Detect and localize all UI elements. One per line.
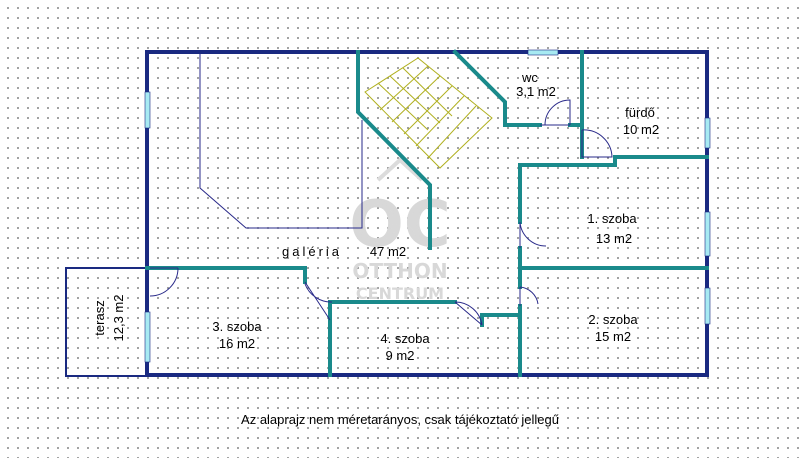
room-name-szoba1: 1. szoba [587,211,637,226]
room-area-szoba3: 16 m2 [219,336,255,351]
watermark-line2: CENTRUM [356,284,444,303]
door-room1 [519,221,547,248]
watermark-line1: OTTHON [352,259,447,283]
window-top [527,49,559,56]
door-room4 [454,301,483,326]
watermark-roof-icon [376,157,424,182]
window-right-bath [704,117,711,149]
room-name-furdo: fürdő [625,105,655,120]
room-area-terasz: 12,3 m2 [111,295,126,342]
gallery-void-outline [199,52,363,229]
window-left-lower [144,311,151,363]
door-terrace [149,267,179,297]
room-name-szoba2: 2. szoba [588,312,638,327]
door-room2 [519,286,539,306]
window-right-room1 [704,211,711,257]
door-bathroom [581,129,613,158]
room-area-furdo: 10 m2 [623,122,659,137]
room-area-szoba2: 15 m2 [595,329,631,344]
window-left-upper [144,91,151,129]
doors [149,99,613,326]
staircase [364,57,493,169]
room-name-szoba3: 3. szoba [212,319,262,334]
room-name-galeria: galéria [282,244,342,259]
watermark: OC OTTHON CENTRUM [349,157,451,303]
watermark-logo: OC [349,188,450,262]
disclaimer-caption: Az alaprajz nem méretarányos, csak tájék… [241,412,559,427]
room-area-szoba1: 13 m2 [596,231,632,246]
room-area-wc: 3,1 m2 [516,84,556,99]
room-name-szoba4: 4. szoba [380,331,430,346]
room-area-szoba4: 9 m2 [386,348,415,363]
window-right-room2 [704,287,711,325]
room-labels: wc 3,1 m2 fürdő 10 m2 1. szoba 13 m2 gal… [92,70,659,363]
room-area-galeria: 47 m2 [370,244,406,259]
windows [144,49,711,363]
door-room3 [304,281,333,321]
room-name-wc: wc [521,70,538,85]
door-wc [540,99,571,126]
room-name-terasz: terasz [92,300,107,335]
